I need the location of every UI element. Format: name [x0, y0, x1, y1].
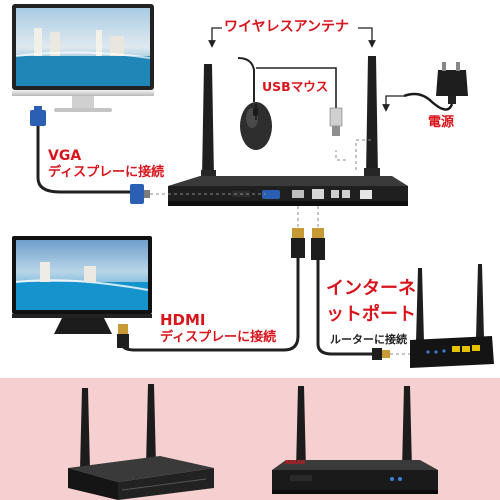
nvr-antenna-left [201, 64, 216, 184]
vga-title: VGA [48, 148, 82, 164]
hdmi-connector-icon [117, 228, 305, 348]
vga-connector-icon [30, 106, 150, 204]
product-nvr-left [68, 384, 214, 500]
usb-mouse-label: USBマウス [262, 79, 329, 94]
usb-plug-icon [329, 107, 343, 136]
internet-label-line1: インターネ [326, 278, 416, 299]
usb-mouse-label-rest: マウス [290, 79, 329, 94]
monitor-hdmi-icon [12, 236, 152, 334]
nvr-front-brand: ANRAN [285, 460, 305, 466]
antenna-label: ワイヤレスアンテナ [224, 19, 350, 35]
hdmi-subtitle: ディスプレーに接続 [160, 330, 277, 345]
nvr-recorder-icon [168, 176, 408, 206]
vga-subtitle: ディスプレーに接続 [48, 165, 165, 180]
usb-mouse-label-usb: USB [262, 79, 291, 94]
usb-mouse-icon [237, 57, 272, 150]
power-label: 電源 [428, 115, 455, 130]
router-subtitle: ルーターに接続 [330, 333, 407, 346]
product-nvr-right [272, 386, 438, 494]
hdmi-title: HDMI [160, 311, 206, 329]
internet-label-line2: ットポート [326, 304, 416, 325]
nvr-antenna-right [364, 56, 380, 182]
rj45-connector-icon [311, 228, 390, 360]
monitor-vga-icon [12, 4, 154, 112]
power-adapter-icon [403, 62, 468, 111]
wifi-router-icon [410, 264, 494, 368]
